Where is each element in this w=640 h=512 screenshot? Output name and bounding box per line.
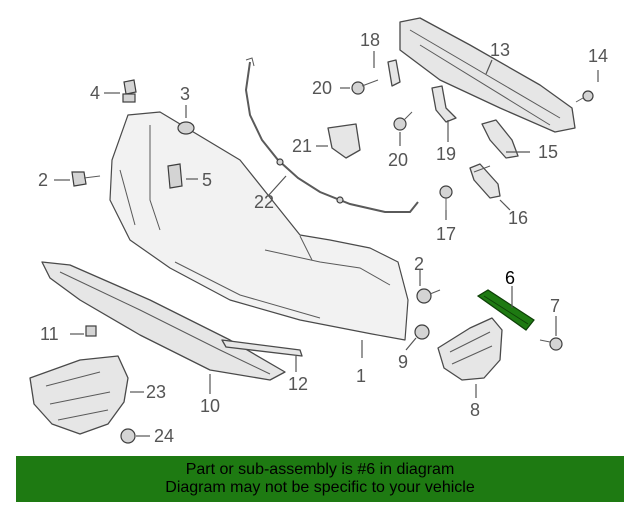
splash-shield: [29, 355, 129, 435]
callout-24: 24: [154, 426, 174, 446]
bracket-18: [387, 59, 401, 87]
bracket-15: [481, 119, 519, 159]
callout-labels: 1 2 2 3 4 5 6 7 8 9 10 11 12 13 14 15 16…: [38, 30, 608, 446]
highlighted-part-6: [476, 289, 535, 331]
callout-15: 15: [538, 142, 558, 162]
callout-12: 12: [288, 374, 308, 394]
callout-17: 17: [436, 224, 456, 244]
callout-18: 18: [360, 30, 380, 50]
callout-1: 1: [356, 366, 366, 386]
leader-lines: [54, 51, 599, 437]
callout-2-left: 2: [38, 170, 48, 190]
reinforcement-bar: [399, 17, 576, 133]
callout-21: 21: [292, 136, 312, 156]
callout-19: 19: [436, 144, 456, 164]
callout-5: 5: [202, 170, 212, 190]
banner-line-2: Diagram may not be specific to your vehi…: [165, 479, 475, 496]
trim-strip: [221, 339, 303, 357]
part-notice-banner: Part or sub-assembly is #6 in diagram Di…: [16, 456, 624, 502]
callout-22: 22: [254, 192, 274, 212]
callout-20-upper: 20: [312, 78, 332, 98]
bracket-19: [431, 85, 457, 123]
bracket-16: [469, 163, 501, 199]
lower-valance: [41, 261, 286, 381]
bumper-cover: [109, 111, 409, 341]
callout-11: 11: [40, 324, 59, 344]
callout-7: 7: [550, 296, 560, 316]
callout-13: 13: [490, 40, 510, 60]
wiring-harness: [244, 57, 419, 213]
bracket-8: [437, 317, 503, 381]
retainer-21: [327, 123, 361, 159]
callout-4: 4: [90, 83, 100, 103]
callout-3: 3: [180, 84, 190, 104]
callout-23: 23: [146, 382, 166, 402]
callout-6: 6: [505, 268, 515, 288]
fasteners: [71, 79, 594, 444]
callout-2-right: 2: [414, 254, 424, 274]
callout-9: 9: [398, 352, 408, 372]
callout-10: 10: [200, 396, 220, 416]
callout-16: 16: [508, 208, 528, 228]
callout-8: 8: [470, 400, 480, 420]
callout-14: 14: [588, 46, 608, 66]
parts-diagram: 1 2 2 3 4 5 6 7 8 9 10 11 12 13 14 15 16…: [29, 17, 608, 446]
banner-line-1: Part or sub-assembly is #6 in diagram: [185, 461, 455, 478]
callout-20-lower: 20: [388, 150, 408, 170]
